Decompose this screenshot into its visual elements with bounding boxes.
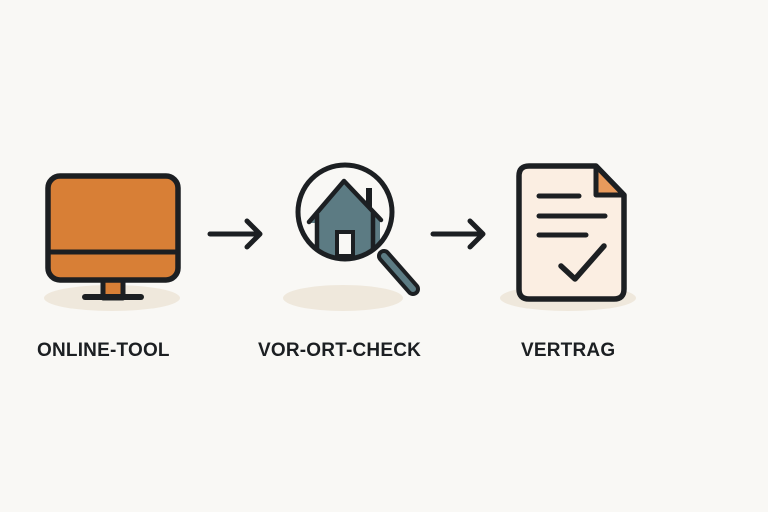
step-label-online-tool: ONLINE-TOOL [37,340,170,361]
magnifier-shadow [283,285,403,311]
contract-document-icon [500,163,636,311]
house-magnifier-icon [283,162,420,311]
monitor-icon [44,173,181,311]
step-label-vertrag: VERTRAG [521,340,616,361]
checkmark-icon [558,243,607,282]
arrow-right-icon [430,218,486,250]
step-label-vor-ort-check: VOR-ORT-CHECK [258,340,422,361]
arrow-right-icon [207,218,263,250]
house-icon [306,178,384,257]
